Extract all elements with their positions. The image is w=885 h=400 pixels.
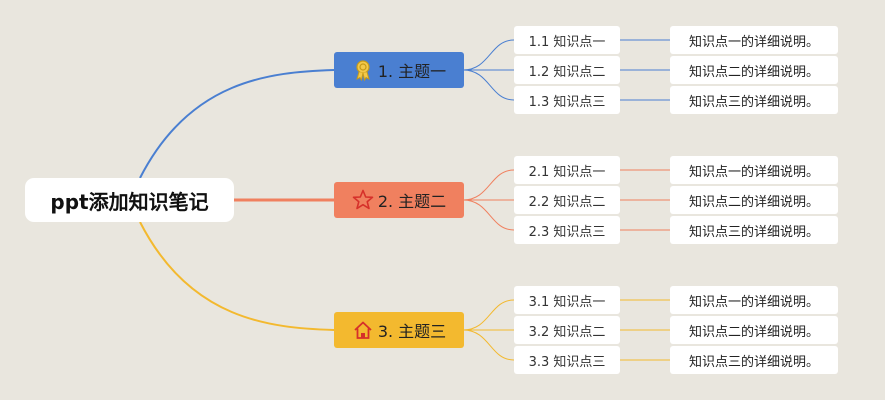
subtopic-2-2[interactable]: 2.2 知识点二 <box>514 186 620 214</box>
subtopic-label: 3.1 知识点一 <box>528 294 606 310</box>
detail-2-1[interactable]: 知识点一的详细说明。 <box>670 156 838 184</box>
subtopic-1-2[interactable]: 1.2 知识点二 <box>514 56 620 84</box>
subtopic-label: 3.3 知识点三 <box>528 354 606 370</box>
topic-node-2[interactable]: 2. 主题二 <box>334 182 464 218</box>
subtopic-label: 2.1 知识点一 <box>528 164 606 180</box>
connector-root-topic-3 <box>139 221 335 331</box>
topic-1-label: 1. 主题一 <box>377 62 447 81</box>
subtopic-label: 2.2 知识点二 <box>528 194 606 210</box>
subtopic-3-1[interactable]: 3.1 知识点一 <box>514 286 620 314</box>
subtopic-1-1[interactable]: 1.1 知识点一 <box>514 26 620 54</box>
detail-3-2[interactable]: 知识点二的详细说明。 <box>670 316 838 344</box>
root-label: ppt添加知识笔记 <box>50 189 209 214</box>
detail-1-3[interactable]: 知识点三的详细说明。 <box>670 86 838 114</box>
detail-label: 知识点二的详细说明。 <box>688 324 819 340</box>
subtopic-3-3[interactable]: 3.3 知识点三 <box>514 346 620 374</box>
home-icon <box>352 319 374 341</box>
topic-2-label: 2. 主题二 <box>377 192 447 211</box>
star-icon <box>352 189 374 211</box>
connector-topic-3-sub-3 <box>462 329 515 361</box>
detail-3-3[interactable]: 知识点三的详细说明。 <box>670 346 838 374</box>
topic-node-3[interactable]: 3. 主题三 <box>334 312 464 348</box>
connector-topic-2-sub-1 <box>462 169 515 201</box>
detail-label: 知识点一的详细说明。 <box>688 164 819 180</box>
detail-label: 知识点一的详细说明。 <box>688 294 819 310</box>
detail-label: 知识点二的详细说明。 <box>688 194 819 210</box>
subtopic-label: 1.1 知识点一 <box>528 34 606 50</box>
detail-label: 知识点二的详细说明。 <box>688 64 819 80</box>
detail-label: 知识点三的详细说明。 <box>688 354 819 370</box>
detail-1-1[interactable]: 知识点一的详细说明。 <box>670 26 838 54</box>
connector-topic-3-sub-1 <box>462 299 515 331</box>
subtopic-label: 2.3 知识点三 <box>528 224 606 240</box>
connector-topic-1-sub-1 <box>462 39 515 71</box>
root-node[interactable]: ppt添加知识笔记 <box>25 178 234 222</box>
detail-2-2[interactable]: 知识点二的详细说明。 <box>670 186 838 214</box>
connector-topic-2-sub-3 <box>462 199 515 231</box>
connector-topic-1-sub-3 <box>462 69 515 101</box>
subtopic-label: 3.2 知识点二 <box>528 324 606 340</box>
topic-node-1[interactable]: 1. 主题一 <box>334 52 464 88</box>
detail-1-2[interactable]: 知识点二的详细说明。 <box>670 56 838 84</box>
subtopic-2-1[interactable]: 2.1 知识点一 <box>514 156 620 184</box>
connector-root-topic-1 <box>139 69 335 179</box>
detail-label: 知识点三的详细说明。 <box>688 224 819 240</box>
detail-2-3[interactable]: 知识点三的详细说明。 <box>670 216 838 244</box>
subtopic-2-3[interactable]: 2.3 知识点三 <box>514 216 620 244</box>
detail-label: 知识点一的详细说明。 <box>688 34 819 50</box>
subtopic-label: 1.2 知识点二 <box>528 64 606 80</box>
detail-label: 知识点三的详细说明。 <box>688 94 819 110</box>
subtopic-3-2[interactable]: 3.2 知识点二 <box>514 316 620 344</box>
subtopic-label: 1.3 知识点三 <box>528 94 606 110</box>
topic-3-label: 3. 主题三 <box>377 322 447 341</box>
detail-3-1[interactable]: 知识点一的详细说明。 <box>670 286 838 314</box>
subtopic-1-3[interactable]: 1.3 知识点三 <box>514 86 620 114</box>
award-ribbon-icon <box>352 59 374 82</box>
